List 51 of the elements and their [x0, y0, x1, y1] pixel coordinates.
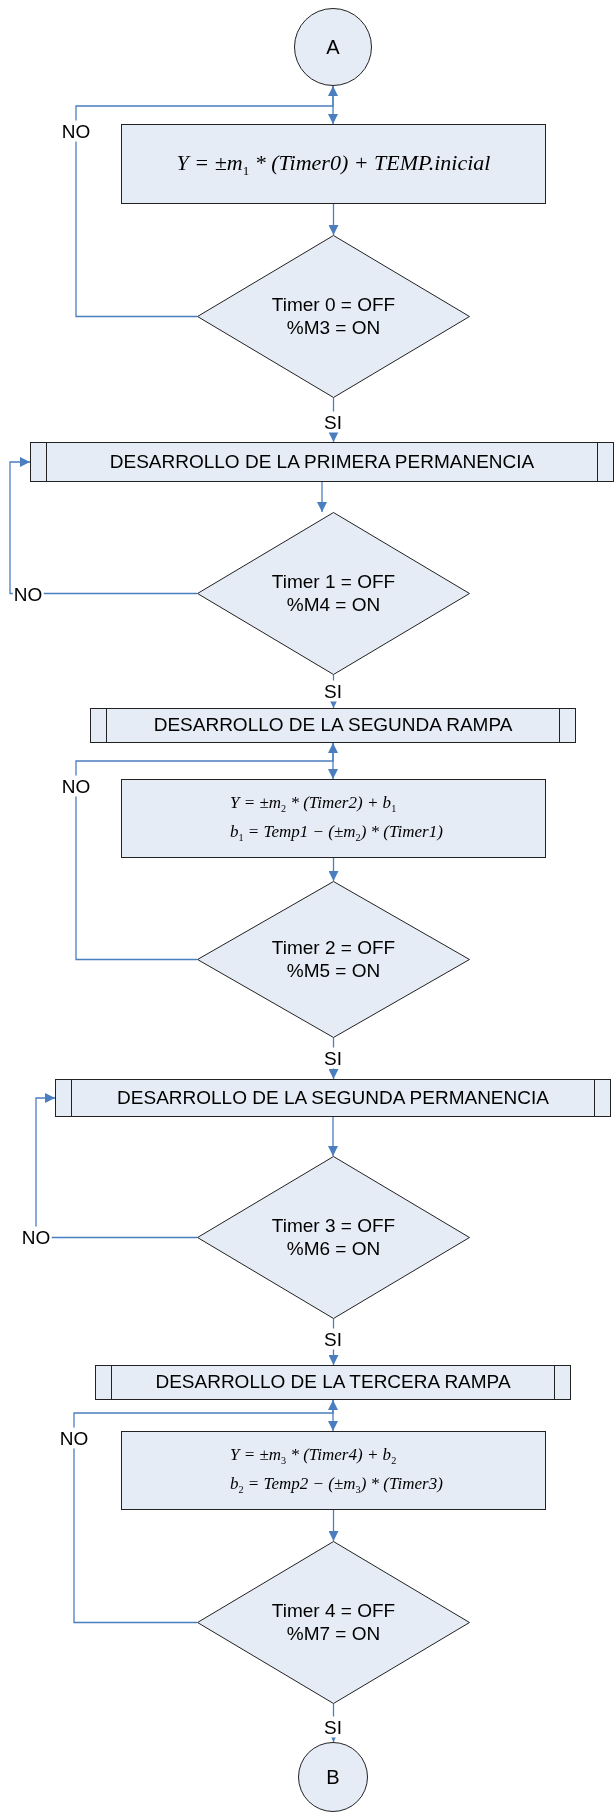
decision-diamond: [197, 881, 470, 1038]
connector-arrow: [73, 1399, 338, 1624]
decision-diamond: [197, 512, 470, 675]
connector-arrow: [75, 742, 338, 961]
condition-text: %M3 = ON: [286, 316, 381, 340]
process-label: DESARROLLO DE LA SEGUNDA PERMANENCIA: [117, 1086, 549, 1110]
formula: b$_{1}$ = Temp1 − (±m$_{2}$) * (Timer1): [230, 821, 443, 844]
condition-text: Timer 2 = OFF: [271, 936, 396, 960]
formula: Y = ±m$_{2}$ * (Timer2) + b$_{1}$: [230, 793, 397, 816]
connector-arrow: [328, 857, 339, 882]
condition-text: %M7 = ON: [286, 1622, 381, 1646]
edge-label: NO: [58, 1427, 90, 1449]
edge-label: SI: [323, 680, 343, 702]
connector-arrow: [328, 1116, 338, 1157]
edge-label: NO: [60, 120, 92, 142]
condition-text: %M6 = ON: [286, 1237, 381, 1261]
edge-label: SI: [323, 1047, 343, 1069]
connector-arrow: [35, 1093, 198, 1239]
decision-diamond: [197, 1541, 470, 1704]
decision-diamond: [197, 1156, 470, 1319]
connector-arrow: [328, 1509, 339, 1542]
condition-text: Timer 0 = OFF: [271, 293, 396, 317]
process-label: DESARROLLO DE LA SEGUNDA RAMPA: [153, 714, 513, 737]
process-label: DESARROLLO DE LA TERCERA RAMPA: [155, 1371, 511, 1394]
process-box: [121, 124, 546, 204]
edge-label: SI: [323, 1328, 343, 1350]
condition-text: Timer 3 = OFF: [271, 1214, 396, 1238]
connector-label: B: [326, 1765, 340, 1789]
edge-label: NO: [60, 775, 92, 797]
condition-text: %M4 = ON: [286, 593, 381, 617]
formula: Y = ±m$_{1}$ * (Timer0) + TEMP.inicial: [176, 149, 491, 179]
connector-arrow: [328, 203, 339, 236]
condition-text: Timer 1 = OFF: [271, 570, 396, 594]
process-label: DESARROLLO DE LA PRIMERA PERMANENCIA: [109, 450, 535, 474]
edge-label: SI: [323, 1716, 343, 1738]
predefined-process-box: [90, 708, 576, 743]
connector-arrow: [317, 481, 327, 513]
condition-text: Timer 4 = OFF: [271, 1599, 396, 1623]
connector-arrow: [75, 85, 338, 318]
decision-diamond: [197, 235, 470, 398]
predefined-process-box: [30, 442, 614, 482]
process-box: [121, 1431, 546, 1510]
formula: Y = ±m$_{3}$ * (Timer4) + b$_{2}$: [230, 1445, 397, 1468]
edge-label: SI: [323, 411, 343, 433]
formula: b$_{2}$ = Temp2 − (±m$_{3}$) * (Timer3): [230, 1473, 443, 1496]
condition-text: %M5 = ON: [286, 959, 381, 983]
predefined-process-box: [95, 1365, 571, 1400]
connector-label: A: [326, 35, 340, 59]
process-box: [121, 779, 546, 858]
connector-arrow: [9, 457, 198, 595]
predefined-process-box: [55, 1079, 611, 1117]
